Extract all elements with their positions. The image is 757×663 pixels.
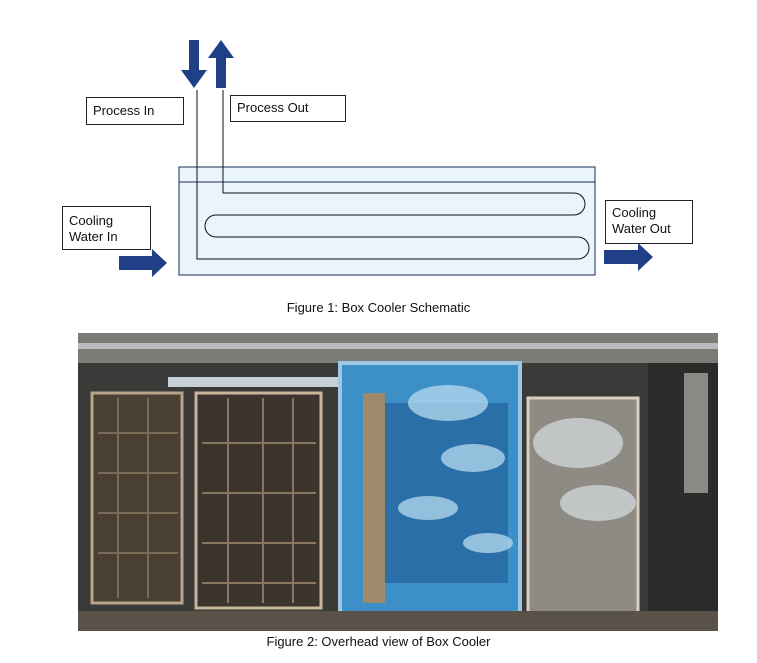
cooling-water-in-label: Cooling Water In [62,206,151,250]
figure2-caption: Figure 2: Overhead view of Box Cooler [266,634,491,649]
figure1-caption: Figure 1: Box Cooler Schematic [286,300,471,315]
box-cooler-photo [78,333,718,631]
arrow-right-icon [119,249,167,277]
process-in-arrow [181,40,207,88]
arrow-right-icon [604,243,653,271]
cooler-tank [178,166,596,276]
process-out-label: Process Out [230,95,346,122]
arrow-down-icon [181,40,207,88]
arrow-up-icon [208,40,234,88]
process-coil [196,90,590,260]
cooling-water-out-label: Cooling Water Out [605,200,693,244]
process-out-arrow [208,40,234,88]
box-cooler-schematic [119,40,653,277]
process-in-label: Process In [86,97,184,125]
